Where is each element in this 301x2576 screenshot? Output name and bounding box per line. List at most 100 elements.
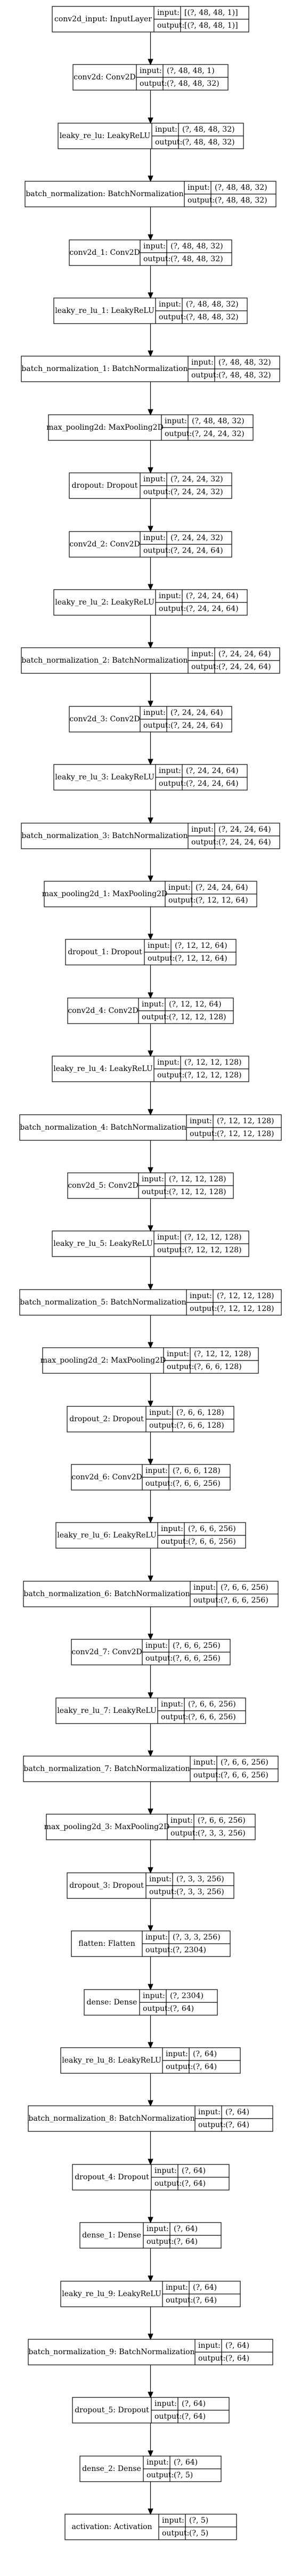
input-shape: (?, 6, 6, 128): [176, 1408, 224, 1417]
output-port-label: output:: [166, 2296, 193, 2305]
layer-node: batch_normalization_7: BatchNormalizatio…: [23, 1756, 279, 1782]
output-shape: (?, 24, 24, 64): [186, 779, 239, 788]
output-shape: (?, 64): [225, 2121, 249, 2129]
output-port-label: output:: [168, 896, 196, 905]
arrowhead: [148, 1342, 153, 1349]
output-port-label: output:: [149, 1421, 176, 1430]
layer-label: leaky_re_lu_5: LeakyReLU: [53, 1239, 153, 1248]
input-port-label: input:: [142, 1175, 164, 1184]
layer-node: max_pooling2d: MaxPooling2Dinput:output:…: [46, 414, 254, 441]
arrowhead: [148, 1808, 153, 1815]
input-port-label: input:: [191, 650, 214, 658]
output-shape: (?, 24, 24, 64): [218, 663, 271, 671]
output-port-label: output:: [143, 721, 170, 730]
output-port-label: output:: [167, 1363, 194, 1371]
input-port-label: input:: [143, 709, 166, 717]
arrowhead: [148, 59, 153, 66]
input-shape: (?, 24, 24, 64): [218, 650, 271, 658]
input-port-label: input:: [166, 2283, 188, 2292]
input-port-label: input:: [154, 2167, 177, 2175]
input-port-label: input:: [143, 242, 166, 251]
output-port-label: output:: [170, 1829, 198, 1838]
arrowhead: [148, 642, 153, 649]
layer-label: leaky_re_lu_7: LeakyReLU: [57, 1706, 157, 1715]
output-shape: (?, 6, 6, 256): [221, 1771, 269, 1780]
output-port-label: output:: [148, 954, 175, 963]
output-shape: (?, 6, 6, 128): [194, 1363, 242, 1371]
layer-label: conv2d_2: Conv2D: [69, 540, 140, 549]
output-shape: (?, 48, 48, 32): [218, 371, 271, 380]
output-shape: (?, 6, 6, 256): [188, 1537, 236, 1546]
output-shape: (?, 3, 3, 256): [176, 1888, 224, 1896]
layer-node: batch_normalization_3: BatchNormalizatio…: [21, 823, 280, 849]
output-port-label: output:: [159, 605, 186, 613]
output-shape: (?, 12, 12, 64): [175, 954, 227, 963]
output-port-label: output:: [161, 1537, 188, 1546]
input-shape: (?, 64): [182, 2400, 206, 2408]
layer-label: dropout_4: Dropout: [75, 2173, 149, 2181]
output-port-label: output:: [191, 663, 218, 671]
input-shape: (?, 12, 12, 128): [169, 1175, 226, 1184]
input-shape: (?, 48, 48, 32): [182, 125, 235, 134]
output-shape: (?, 5): [189, 2529, 208, 2538]
output-shape: (?, 6, 6, 256): [221, 1596, 269, 1605]
arrowhead: [148, 2159, 153, 2166]
layer-node: leaky_re_lu_8: LeakyReLUinput:output:(?,…: [60, 2047, 241, 2074]
output-shape: (?, 24, 24, 64): [186, 605, 239, 613]
output-shape: (?, 64): [174, 2237, 198, 2246]
arrowhead: [148, 526, 153, 533]
layer-label: conv2d_input: InputLayer: [54, 15, 152, 23]
input-port-label: input:: [143, 475, 166, 484]
arrowhead: [148, 1225, 153, 1232]
output-shape: (?, 64): [182, 2179, 206, 2188]
output-shape: (?, 48, 48, 32): [215, 196, 267, 205]
arrowhead: [148, 1459, 153, 1466]
output-shape: (?, 6, 6, 128): [176, 1421, 224, 1430]
input-port-label: input:: [159, 767, 181, 775]
output-shape: (?, 48, 48, 32): [170, 255, 223, 263]
layer-label: batch_normalization_4: BatchNormalizatio…: [20, 1123, 186, 1132]
input-shape: (?, 48, 48, 32): [170, 242, 223, 251]
input-port-label: input:: [190, 1117, 212, 1125]
output-port-label: output:: [166, 2063, 193, 2071]
output-port-label: output:: [191, 371, 218, 380]
layer-label: dense_1: Dense: [82, 2231, 141, 2240]
layer-label: leaky_re_lu_8: LeakyReLU: [62, 2056, 161, 2065]
layer-label: batch_normalization: BatchNormalization: [26, 190, 183, 198]
input-shape: (?, 12, 12, 128): [184, 1058, 241, 1067]
input-port-label: input:: [143, 534, 166, 542]
input-port-label: input:: [161, 1525, 183, 1533]
layer-label: leaky_re_lu_3: LeakyReLU: [55, 773, 154, 782]
layer-label: conv2d_7: Conv2D: [71, 1648, 142, 1656]
layer-label: leaky_re_lu_2: LeakyReLU: [55, 598, 154, 607]
layer-label: leaky_re_lu_1: LeakyReLU: [55, 307, 154, 315]
arrowhead: [148, 2042, 153, 2049]
layer-node: batch_normalization_2: BatchNormalizatio…: [21, 647, 280, 674]
layer-node: leaky_re_lu_9: LeakyReLUinput:output:(?,…: [60, 2281, 241, 2307]
input-shape: (?, 48, 48, 32): [186, 300, 239, 309]
output-port-label: output:: [145, 1479, 173, 1488]
input-port-label: input:: [154, 2400, 177, 2408]
layer-node: batch_normalization: BatchNormalizationi…: [25, 181, 276, 207]
arrowhead: [148, 933, 153, 940]
output-port-label: output:: [162, 2529, 189, 2538]
input-port-label: input:: [166, 2050, 188, 2058]
input-port-label: input:: [198, 2341, 221, 2350]
input-port-label: input:: [157, 9, 180, 17]
arrowhead: [148, 1284, 153, 1291]
output-shape: (?, 6, 6, 256): [188, 1713, 236, 1721]
output-port-label: output:: [159, 779, 186, 788]
arrowhead: [148, 701, 153, 707]
input-shape: (?, 64): [182, 2167, 206, 2175]
layer-label: activation: Activation: [71, 2523, 152, 2531]
layer-label: conv2d_4: Conv2D: [68, 1007, 138, 1015]
input-port-label: input:: [159, 300, 181, 309]
arrowhead: [148, 2100, 153, 2107]
